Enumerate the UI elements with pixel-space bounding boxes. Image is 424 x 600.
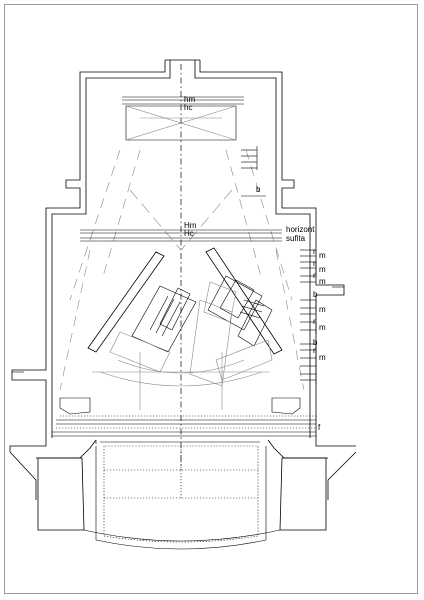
label-m4: m: [319, 305, 326, 314]
label-m5: m: [319, 323, 326, 332]
label-hm-mid: Hm: [184, 221, 197, 230]
left-stage-wagon: [87, 251, 197, 373]
label-m1: m: [319, 251, 326, 260]
label-b-upper: b: [256, 185, 261, 194]
label-m6: m: [319, 353, 326, 362]
building-walls: [9, 59, 356, 452]
drawing-frame: [4, 4, 418, 594]
right-side-fly-positions: [300, 249, 317, 384]
label-b-lower: b: [313, 290, 318, 299]
upper-right-fly-bars: [241, 146, 266, 197]
horizont-sufita-lines: [80, 229, 282, 242]
sight-lines: [59, 149, 305, 391]
turntable-arc-inner: [117, 359, 245, 374]
label-r5: r: [313, 346, 316, 355]
label-horizont: horizont: [286, 225, 315, 234]
label-sufita: sufita: [286, 234, 306, 243]
label-r2: r: [313, 259, 316, 268]
label-hm-top: hm: [184, 95, 195, 104]
right-side-box: [271, 397, 301, 415]
label-m3: m: [319, 277, 326, 286]
turntable-arc: [99, 371, 263, 387]
left-side-box: [59, 397, 91, 415]
label-r4: r: [313, 317, 316, 326]
forestage: [9, 439, 357, 550]
label-b2: b: [313, 338, 318, 347]
right-stage-wagon: [189, 247, 283, 387]
label-hc-top: hc: [184, 103, 192, 112]
proscenium-lines: [52, 415, 316, 437]
label-r1: r: [313, 247, 316, 256]
label-f-bottom: f: [318, 423, 321, 432]
label-m2: m: [319, 265, 326, 274]
label-hc-mid: Hc: [184, 229, 194, 238]
upper-stage-area: [122, 96, 244, 141]
label-r3: r: [313, 271, 316, 280]
